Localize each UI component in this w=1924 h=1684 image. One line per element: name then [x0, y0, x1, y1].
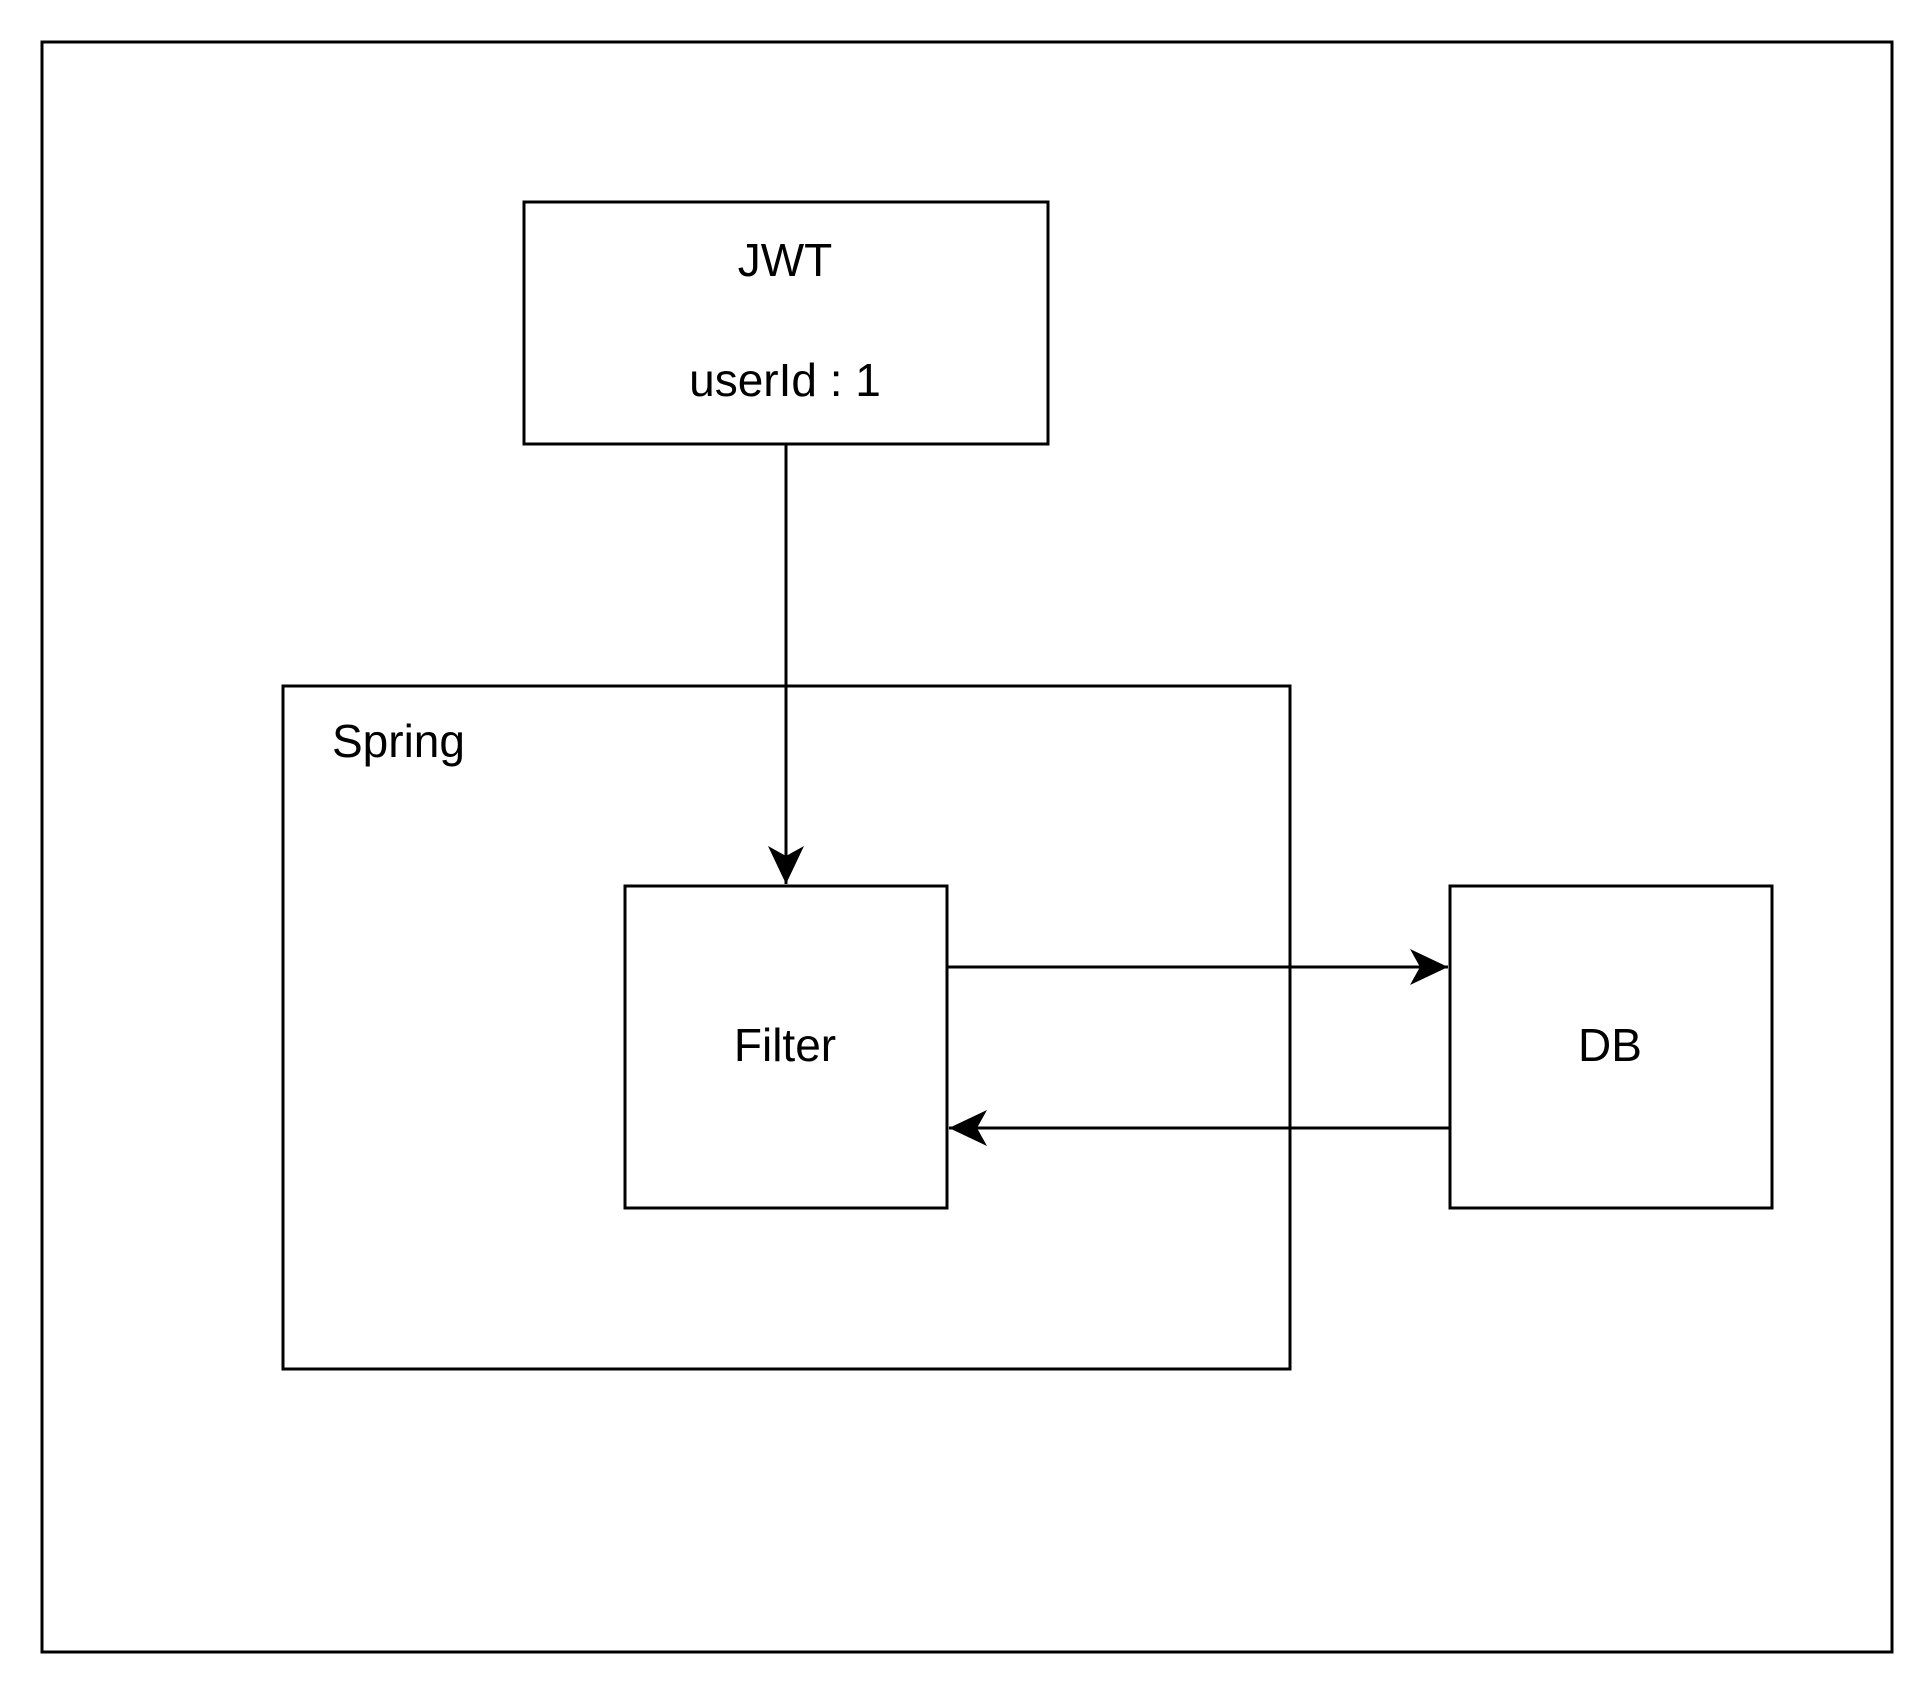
jwt-title: JWT	[738, 234, 833, 286]
db-label: DB	[1578, 1019, 1642, 1071]
filter-box	[623, 884, 949, 1210]
outer-frame	[40, 40, 1894, 1654]
jwt-box	[522, 200, 1050, 446]
filter-label: Filter	[734, 1019, 836, 1071]
db-box	[1448, 884, 1774, 1210]
spring-label: Spring	[332, 715, 465, 767]
jwt-detail: userId : 1	[689, 354, 881, 406]
